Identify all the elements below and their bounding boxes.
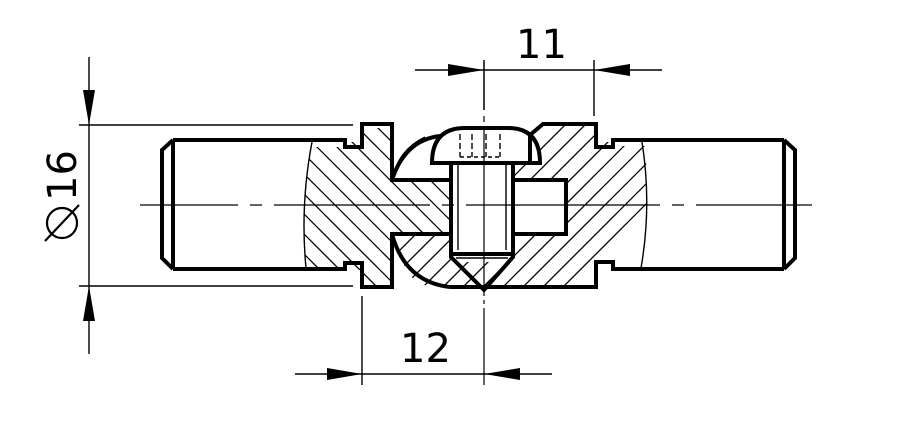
dimension-arrow-icon	[83, 286, 95, 321]
dimension-arrow-icon	[83, 90, 95, 125]
dimension-arrow-icon	[327, 368, 362, 380]
diameter-icon	[44, 204, 80, 242]
dimension-arrow-icon	[448, 64, 484, 76]
diameter-value: 16	[40, 150, 86, 201]
dimension-11-value: 11	[516, 22, 567, 68]
dimension-11: 11	[415, 22, 662, 116]
dimension-diameter: 16	[40, 57, 353, 354]
dimension-arrow-icon	[484, 368, 520, 380]
dimension-12-value: 12	[400, 326, 451, 372]
dimension-12: 12	[295, 296, 552, 385]
dimension-arrow-icon	[594, 64, 630, 76]
button-head-screw	[429, 126, 543, 293]
